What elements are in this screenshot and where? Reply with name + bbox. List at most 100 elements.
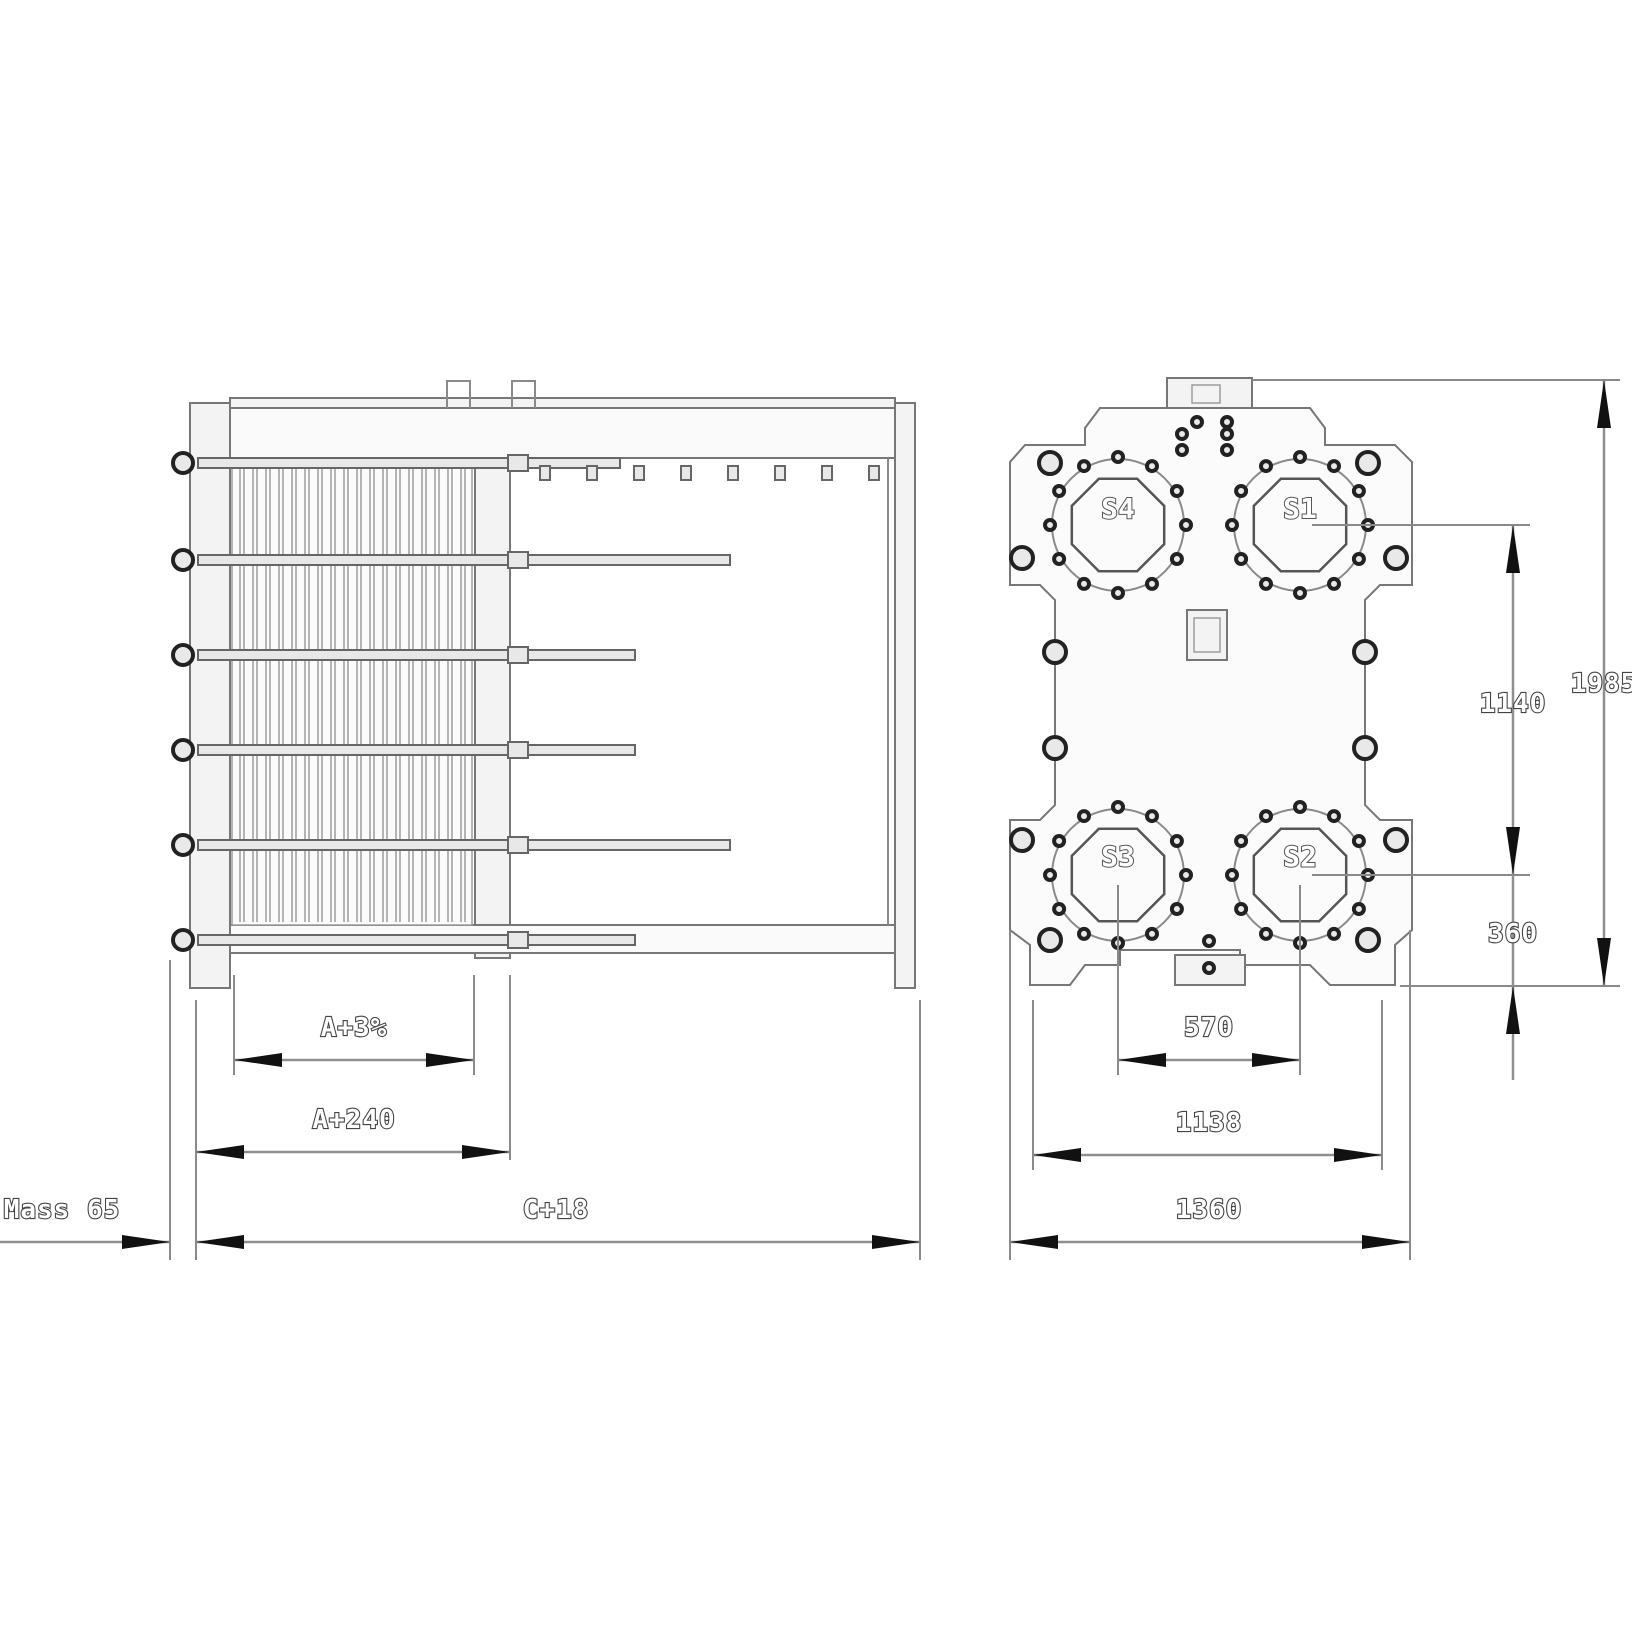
bolt-nut [507,931,529,949]
flange-bolt [1234,484,1249,498]
flange-bolt [1179,518,1193,532]
hanger [821,465,833,481]
frame-bolt [1009,545,1035,571]
flange-bolt [1234,834,1249,848]
bolt-head [171,738,195,762]
dimension-a-max: A+240 [312,1105,395,1135]
frame-bolt [1037,927,1063,953]
flange-bolt [1145,576,1159,591]
bolt-nut [507,454,529,472]
dimension-port-horizontal: 570 [1184,1013,1234,1043]
hanger [586,465,598,481]
flange-bolt [1077,809,1091,824]
frame-bolts [1009,450,1409,953]
flange-bolt [1259,809,1273,824]
flange-bolt [1327,926,1341,941]
front-view: S4 S1 S3 S2 [1009,377,1632,1260]
flange-bolt [1351,484,1366,498]
flange-bolt [1145,809,1159,824]
flange-bolt [1043,518,1057,532]
flange-bolt [1145,926,1159,941]
flange-bolt [1179,868,1193,882]
tie-rod [197,934,636,946]
hanger [774,465,786,481]
dimension-total-width: 1360 [1176,1195,1243,1225]
top-carrying-bar [229,397,896,409]
port-label-s3: S3 [1101,840,1135,873]
fixed-frame-plate [189,402,231,989]
hanger [727,465,739,481]
flange-bolt [1111,800,1125,814]
bolt-nut [507,741,529,759]
bolt-nut [507,646,529,664]
dimension-bolt-span: 1138 [1176,1108,1243,1138]
front-dimensions [1009,379,1620,1260]
dimension-port-bottom: 360 [1488,919,1538,949]
flange-bolt [1043,868,1057,882]
frame-bolt [1352,735,1378,761]
bolt-head [171,548,195,572]
flange-bolt [1169,552,1184,566]
flange-bolt [1077,576,1091,591]
port-label-s1: S1 [1283,492,1317,525]
flange-bolt [1077,926,1091,941]
dimension-total-height: 1985 [1571,669,1632,699]
flange-bolt [1293,450,1307,464]
frame-bolt [1042,639,1068,665]
port-opening [1252,477,1348,573]
flange-bolt [1077,459,1091,474]
flange-bolt [1259,576,1273,591]
frame-plate-outline [1009,407,1413,986]
tightening-bolts [171,451,731,952]
frame-bolt [1383,545,1409,571]
flange-bolt [1052,484,1067,498]
dimension-port-vertical: 1140 [1480,689,1547,719]
port-label-s2: S2 [1283,840,1317,873]
port-opening [1252,827,1348,923]
bolt-head [171,928,195,952]
flange-bolt [1327,459,1341,474]
flange-bolt [1169,902,1184,916]
frame-bolt [1009,827,1035,853]
bolt-head [171,643,195,667]
plate-pack [231,464,473,926]
flange-bolt [1327,809,1341,824]
support-column [894,402,916,989]
tie-rod [197,649,636,661]
hanger [680,465,692,481]
side-dimensions [0,960,921,1260]
bolt-head [171,833,195,857]
plate-hangers [539,465,880,481]
bolt-nut [507,836,529,854]
frame-bolt [1352,639,1378,665]
flange-bolt [1293,800,1307,814]
flange-bolt [1351,902,1366,916]
tie-rod [197,457,621,469]
flange-bolt [1052,552,1067,566]
flange-bolt [1111,586,1125,600]
hanger [868,465,880,481]
flange-bolt [1225,518,1239,532]
flange-bolt [1259,926,1273,941]
frame-bolt [1042,735,1068,761]
flange-bolt [1327,576,1341,591]
flange-bolt [1234,552,1249,566]
bolt-head [171,451,195,475]
flange-bolt [1259,459,1273,474]
frame-bolt [1037,450,1063,476]
flange-bolt [1225,868,1239,882]
port-flanges [1043,450,1375,950]
flange-bolt [1234,902,1249,916]
flange-bolt [1111,450,1125,464]
tie-rod [197,554,731,566]
flange-bolt [1052,834,1067,848]
dimension-total-length: C+18 [523,1195,590,1225]
tie-rod [197,839,731,851]
hanger [633,465,645,481]
flange-bolt [1293,586,1307,600]
flange-bolt [1169,484,1184,498]
top-beam [229,407,896,459]
frame-bolt [1383,827,1409,853]
